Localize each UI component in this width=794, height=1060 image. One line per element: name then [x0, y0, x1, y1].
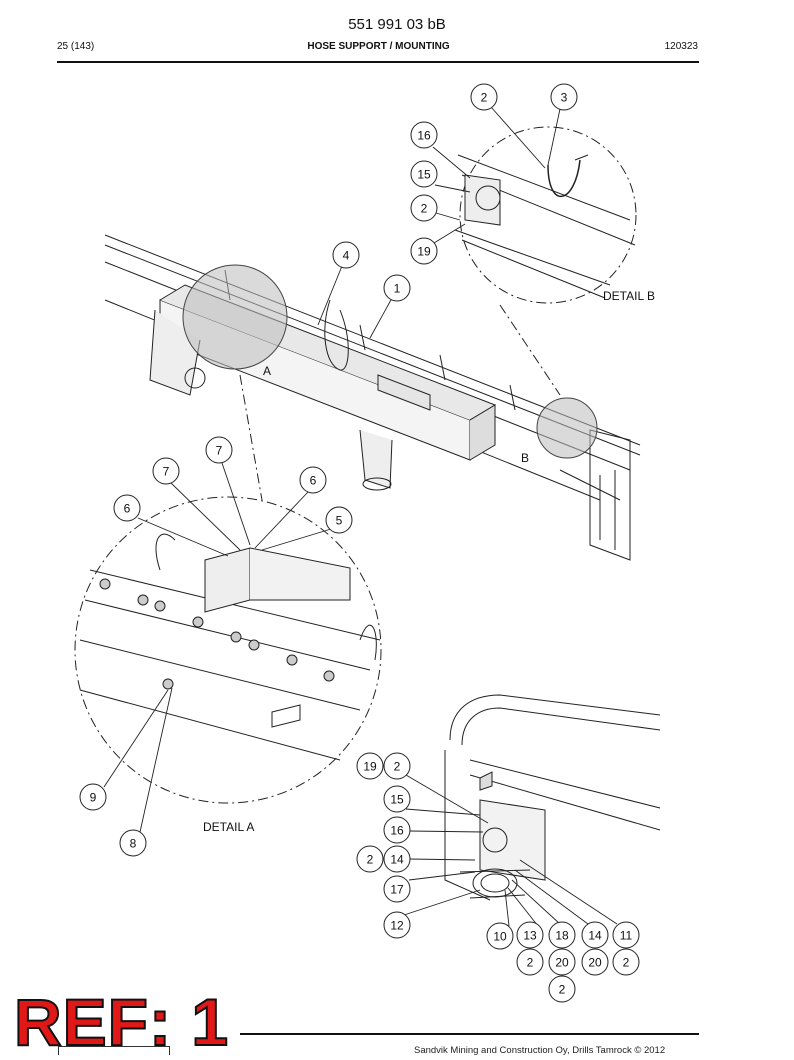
- header-rule: [57, 61, 699, 63]
- callout-2: 2: [548, 975, 576, 1003]
- marker-a-label: A: [263, 364, 271, 378]
- callout-17: 17: [383, 875, 411, 903]
- callout-3: 3: [550, 83, 578, 111]
- callout-number: 7: [216, 444, 223, 458]
- callout-number: 13: [523, 929, 537, 943]
- callout-number: 12: [390, 919, 404, 933]
- callout-number: 2: [527, 956, 534, 970]
- callout-1: 1: [383, 274, 411, 302]
- callout-number: 16: [417, 129, 431, 143]
- callout-2: 2: [612, 948, 640, 976]
- callout-20: 20: [548, 948, 576, 976]
- callout-2: 2: [410, 194, 438, 222]
- page-number: 25 (143): [57, 41, 95, 52]
- callout-number: 2: [481, 91, 488, 105]
- callout-number: 17: [390, 883, 404, 897]
- callout-6: 6: [299, 466, 327, 494]
- callout-2: 2: [516, 948, 544, 976]
- footer-rule: [240, 1033, 699, 1035]
- callout-number: 6: [124, 502, 131, 516]
- page-title: HOSE SUPPORT / MOUNTING: [307, 41, 450, 52]
- ref-stamp: REF: 1: [13, 984, 230, 1060]
- clamp-assembly-view: [444, 694, 661, 901]
- callout-number: 19: [417, 245, 431, 259]
- callout-12: 12: [383, 911, 411, 939]
- callout-number: 2: [421, 202, 428, 216]
- callout-8: 8: [119, 829, 147, 857]
- callout-11: 11: [612, 921, 640, 949]
- callout-10: 10: [486, 922, 514, 950]
- callout-bubbles: 2 3 16 15 2 19 4 1 7 7 6 6 5 9 8 19 2 15…: [79, 83, 640, 1003]
- callout-number: 20: [588, 956, 602, 970]
- callout-number: 4: [343, 249, 350, 263]
- callout-7: 7: [205, 436, 233, 464]
- callout-15: 15: [383, 785, 411, 813]
- callout-number: 2: [394, 760, 401, 774]
- marker-b-label: B: [521, 451, 529, 465]
- callout-6: 6: [113, 494, 141, 522]
- callout-5: 5: [325, 506, 353, 534]
- detail-b-view: [454, 126, 637, 304]
- callout-number: 3: [561, 91, 568, 105]
- callout-13: 13: [516, 921, 544, 949]
- callout-14: 14: [581, 921, 609, 949]
- callout-number: 5: [336, 514, 343, 528]
- callout-2: 2: [356, 845, 384, 873]
- callout-2: 2: [470, 83, 498, 111]
- leader-lines: [103, 106, 618, 927]
- callout-number: 20: [555, 956, 569, 970]
- ref-stamp-underline-box: [58, 1046, 170, 1055]
- callout-number: 18: [555, 929, 569, 943]
- callout-9: 9: [79, 783, 107, 811]
- detail-a-view: [74, 496, 382, 804]
- callout-number: 7: [163, 465, 170, 479]
- callout-number: 2: [623, 956, 630, 970]
- callout-19: 19: [410, 237, 438, 265]
- callout-number: 19: [363, 760, 377, 774]
- callout-number: 15: [390, 793, 404, 807]
- callout-number: 15: [417, 168, 431, 182]
- footer-copyright: Sandvik Mining and Construction Oy, Dril…: [414, 1045, 666, 1056]
- callout-number: 11: [620, 929, 633, 943]
- document-number: 551 991 03 bB: [348, 16, 446, 33]
- callout-18: 18: [548, 921, 576, 949]
- callout-14: 14: [383, 845, 411, 873]
- callout-number: 2: [367, 853, 374, 867]
- callout-number: 8: [130, 837, 137, 851]
- detail-a-label: DETAIL A: [203, 820, 254, 834]
- callout-number: 14: [390, 853, 404, 867]
- callout-number: 6: [310, 474, 317, 488]
- callout-2: 2: [383, 752, 411, 780]
- detail-b-label: DETAIL B: [603, 289, 655, 303]
- callout-4: 4: [332, 241, 360, 269]
- revision-date: 120323: [664, 41, 698, 52]
- callout-number: 10: [493, 930, 507, 944]
- callout-16: 16: [410, 121, 438, 149]
- callout-number: 9: [90, 791, 97, 805]
- detail-b-marker-circle: [536, 397, 598, 459]
- callout-19: 19: [356, 752, 384, 780]
- callout-number: 1: [394, 282, 401, 296]
- callout-15: 15: [410, 160, 438, 188]
- callout-20: 20: [581, 948, 609, 976]
- callout-number: 2: [559, 983, 566, 997]
- callout-number: 16: [390, 824, 404, 838]
- callout-number: 14: [588, 929, 602, 943]
- boom-assembly: [104, 234, 641, 561]
- detail-a-marker-circle: [182, 264, 288, 370]
- callout-7: 7: [152, 457, 180, 485]
- callout-16: 16: [383, 816, 411, 844]
